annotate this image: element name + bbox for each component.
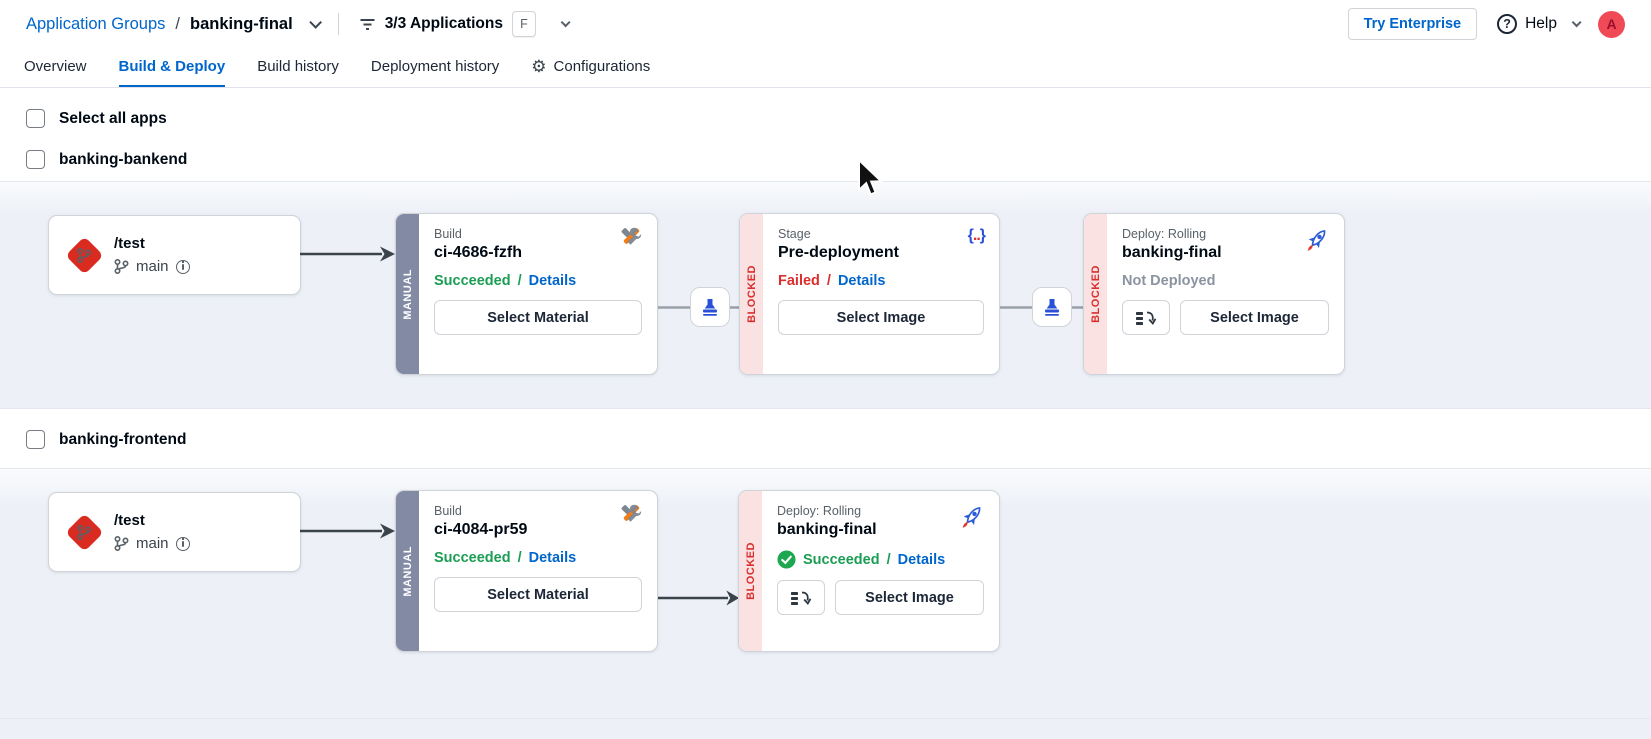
select-material-button[interactable]: Select Material xyxy=(434,300,642,335)
tab-build-history[interactable]: Build history xyxy=(257,58,339,75)
branch-icon xyxy=(114,535,129,551)
rollback-icon xyxy=(790,590,812,606)
source-path: /test xyxy=(114,512,145,529)
app-checkbox-banking-bankend[interactable] xyxy=(26,150,45,169)
git-material-icon xyxy=(65,235,104,275)
user-avatar[interactable]: A xyxy=(1598,10,1625,38)
node-type-label: Stage xyxy=(778,227,811,241)
branch-icon xyxy=(114,258,129,274)
select-image-button[interactable]: Select Image xyxy=(1180,300,1329,335)
build-tools-icon xyxy=(620,504,643,531)
arrow-build-to-deploy xyxy=(658,589,740,607)
applications-filter[interactable]: 3/3 Applications F xyxy=(359,11,536,37)
page-header: Application Groups / banking-final 3/3 A… xyxy=(0,0,1651,48)
select-all-label: Select all apps xyxy=(59,109,167,127)
git-source-card[interactable]: /test main xyxy=(48,215,301,295)
details-link[interactable]: Details xyxy=(897,551,946,568)
select-image-button[interactable]: Select Image xyxy=(778,300,984,335)
success-check-icon xyxy=(777,550,796,569)
filter-expand-chevron-icon[interactable] xyxy=(560,16,571,27)
status-text: Succeeded xyxy=(803,551,880,568)
status-text: Failed xyxy=(778,273,820,289)
trigger-mode-strip: BLOCKED xyxy=(1084,214,1107,374)
filter-icon xyxy=(360,18,375,30)
breadcrumb-application-groups[interactable]: Application Groups xyxy=(26,14,166,33)
breadcrumb-current-group: banking-final xyxy=(190,14,293,33)
deploy-pipeline-card: BLOCKED Deploy: Rolling banking-final Su… xyxy=(738,490,1000,652)
help-menu[interactable]: ? Help xyxy=(1497,14,1582,34)
status-text: Succeeded xyxy=(434,550,511,566)
tab-configurations[interactable]: ⚙ Configurations xyxy=(531,57,651,76)
app-checkbox-banking-frontend[interactable] xyxy=(26,430,45,449)
pre-deployment-stage-card: BLOCKED Stage Pre-deployment {..} Failed… xyxy=(739,213,1000,375)
approval-gate-node[interactable] xyxy=(690,287,730,327)
group-tabs: Overview Build & Deploy Build history De… xyxy=(0,48,1651,88)
arrow-source-to-build xyxy=(300,245,396,263)
node-type-label: Deploy: Rolling xyxy=(777,504,862,518)
details-link[interactable]: Details xyxy=(837,273,886,289)
script-stage-icon: {..} xyxy=(967,227,986,244)
header-divider xyxy=(337,13,339,35)
branch-name: main xyxy=(136,258,169,275)
trigger-mode-strip: MANUAL xyxy=(396,214,419,374)
stamp-icon xyxy=(1045,299,1059,316)
select-image-button[interactable]: Select Image xyxy=(835,580,984,615)
select-all-row: Select all apps xyxy=(26,109,167,128)
status-text: Not Deployed xyxy=(1122,273,1216,289)
approval-gate-node[interactable] xyxy=(1032,287,1072,327)
applications-count-label: 3/3 Applications xyxy=(384,15,503,32)
help-icon: ? xyxy=(1497,14,1518,34)
tab-overview[interactable]: Overview xyxy=(24,58,87,75)
environment-name: banking-final xyxy=(1122,244,1222,261)
environment-name: banking-final xyxy=(777,521,877,538)
tab-deployment-history[interactable]: Deployment history xyxy=(370,58,500,75)
build-tools-icon xyxy=(620,227,643,254)
select-material-button[interactable]: Select Material xyxy=(434,577,642,612)
info-icon[interactable] xyxy=(175,536,190,551)
info-icon[interactable] xyxy=(175,259,190,274)
try-enterprise-button[interactable]: Try Enterprise xyxy=(1347,8,1478,40)
select-all-checkbox[interactable] xyxy=(26,109,45,128)
trigger-mode-strip: BLOCKED xyxy=(739,491,762,651)
tab-build-deploy[interactable]: Build & Deploy xyxy=(118,48,226,87)
pipeline-name: ci-4084-pr59 xyxy=(434,521,528,538)
breadcrumb-separator: / xyxy=(175,14,181,33)
app-row-banking-bankend: banking-bankend xyxy=(26,150,187,169)
node-type-label: Build xyxy=(434,227,462,241)
git-material-icon xyxy=(65,512,104,552)
help-label: Help xyxy=(1525,15,1557,32)
filter-shortcut-key: F xyxy=(511,11,536,37)
build-pipeline-card: MANUAL Build ci-4084-pr59 Succeeded / De… xyxy=(395,490,658,652)
app-name-label: banking-bankend xyxy=(59,150,188,168)
rollback-button[interactable] xyxy=(777,580,825,615)
node-type-label: Deploy: Rolling xyxy=(1122,227,1207,241)
gear-icon: ⚙ xyxy=(531,57,547,76)
build-pipeline-card: MANUAL Build ci-4686-fzfh Succeeded / De… xyxy=(395,213,658,375)
git-source-card[interactable]: /test main xyxy=(48,492,301,572)
status-text: Succeeded xyxy=(434,273,511,289)
stamp-icon xyxy=(703,299,717,316)
arrow-source-to-build xyxy=(300,522,396,540)
help-chevron-icon xyxy=(1571,16,1582,27)
pipeline-name: ci-4686-fzfh xyxy=(434,244,523,261)
panel-divider xyxy=(0,718,1651,719)
app-row-banking-frontend: banking-frontend xyxy=(26,430,186,449)
app-name-label: banking-frontend xyxy=(59,430,187,448)
details-link[interactable]: Details xyxy=(528,550,577,566)
rollback-icon xyxy=(1135,310,1157,326)
details-link[interactable]: Details xyxy=(528,273,577,289)
node-type-label: Build xyxy=(434,504,462,518)
rocket-icon xyxy=(1302,225,1331,259)
group-switcher-chevron-icon[interactable] xyxy=(308,15,322,29)
pipeline-name: Pre-deployment xyxy=(778,244,899,261)
trigger-mode-strip: MANUAL xyxy=(396,491,419,651)
trigger-mode-strip: BLOCKED xyxy=(740,214,763,374)
branch-name: main xyxy=(136,535,169,552)
rocket-icon xyxy=(957,502,986,536)
rollback-button[interactable] xyxy=(1122,300,1170,335)
source-path: /test xyxy=(114,235,145,252)
deploy-pipeline-card: BLOCKED Deploy: Rolling banking-final No… xyxy=(1083,213,1345,375)
